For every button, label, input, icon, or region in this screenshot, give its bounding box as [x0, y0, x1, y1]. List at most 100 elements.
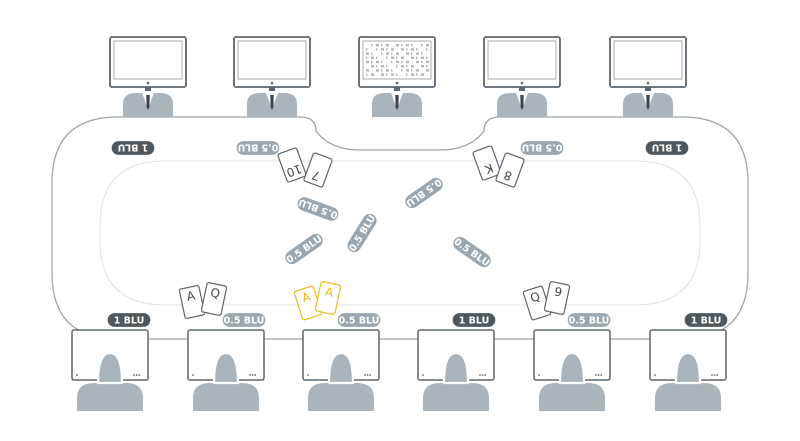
stack-chip-bottom-4: 1 BLU: [451, 311, 497, 329]
bottom-player-4: [417, 329, 495, 411]
chip-body: [110, 139, 156, 157]
agent-avatar-icon: [623, 93, 673, 117]
stack-chip-bottom-2: 0.5 BLU: [221, 311, 267, 329]
pot-bet-chip-3: 0.5 BLU: [346, 212, 378, 254]
chip-body: [296, 195, 340, 223]
playing-card[interactable]: 8: [495, 152, 525, 188]
bottom-player-6: [649, 329, 727, 411]
chip-label: 1 BLU: [118, 142, 149, 153]
chip-label: 1 BLU: [114, 315, 145, 326]
stack-chip-top-5: 1 BLU: [644, 139, 690, 157]
person-back-icon: [77, 351, 143, 411]
chip-label: 1 BLU: [691, 315, 722, 326]
chip-label: 0.5 BLU: [522, 142, 563, 153]
bottom-player-1: [71, 329, 149, 411]
pot-bet-chip-2: 0.5 BLU: [283, 232, 325, 266]
bottom-player-5: [533, 329, 611, 411]
playing-card[interactable]: K: [472, 145, 502, 181]
stack-chip-bottom-1: 1 BLU: [106, 311, 152, 329]
table-outer-rim: [51, 116, 749, 340]
person-back-icon: [423, 351, 489, 411]
card-rank: A: [185, 288, 197, 304]
top-players: [109, 36, 687, 117]
pot-bet-chip-1: 0.5 BLU: [296, 195, 340, 223]
playing-card[interactable]: 10: [277, 147, 307, 183]
monitor-icon: [233, 36, 311, 91]
chip-body: [235, 139, 281, 157]
chip-body: [519, 139, 565, 157]
person-back-icon: [193, 351, 259, 411]
top-player-3: [358, 36, 436, 117]
agent-avatar-icon: [372, 93, 422, 117]
chip-body: [644, 139, 690, 157]
card-face: [303, 152, 333, 188]
chip-body: [683, 311, 729, 329]
chip-body: [451, 311, 497, 329]
top-player-4: [483, 36, 561, 117]
monitor-icon: [483, 36, 561, 91]
stack-chip-bottom-6: 1 BLU: [683, 311, 729, 329]
binary-code-icon: [366, 44, 429, 76]
card-rank: 8: [502, 168, 514, 184]
chip-label: 0.5 BLU: [569, 315, 610, 326]
chip-body: [566, 311, 612, 329]
top-player-1: [109, 36, 187, 117]
playing-card[interactable]: 7: [303, 152, 333, 188]
pot-bet-chip-4: 0.5 BLU: [403, 176, 445, 210]
playing-card[interactable]: 9: [543, 281, 571, 315]
chip-label: 0.5 BLU: [238, 142, 279, 153]
stack-chip-top-4: 0.5 BLU: [519, 139, 565, 157]
monitor-icon: [358, 36, 436, 91]
chip-body: [283, 232, 325, 266]
agent-avatar-icon: [497, 93, 547, 117]
poker-table: [51, 116, 749, 340]
card-face: [314, 281, 342, 315]
agent-avatar-icon: [247, 93, 297, 117]
person-back-icon: [308, 351, 374, 411]
card-rank: 9: [553, 284, 563, 299]
table-inner-felt: [99, 160, 701, 306]
top-player-5: [609, 36, 687, 117]
pot-bet-chip-5: 0.5 BLU: [451, 235, 493, 269]
card-rank: Q: [528, 289, 541, 305]
card-face: [277, 147, 307, 183]
chip-label: 0.5 BLU: [339, 315, 380, 326]
playing-card[interactable]: Q: [200, 282, 228, 316]
chip-label: 1 BLU: [652, 142, 683, 153]
stack-chip-bottom-3: 0.5 BLU: [336, 311, 382, 329]
monitor-icon: [609, 36, 687, 91]
chip-body: [346, 212, 378, 254]
chip-body: [403, 176, 445, 210]
card-face: [543, 281, 571, 315]
playing-card[interactable]: A: [293, 285, 323, 321]
top-player-2: [233, 36, 311, 117]
card-face: [200, 282, 228, 316]
stack-chip-top-1: 1 BLU: [110, 139, 156, 157]
chip-label: 1 BLU: [459, 315, 490, 326]
card-face: [472, 145, 502, 181]
card-face: [178, 285, 206, 319]
bottom-player-2: [187, 329, 265, 411]
playing-card[interactable]: A: [178, 285, 206, 319]
bottom-players: [71, 329, 727, 411]
playing-card[interactable]: A: [314, 281, 342, 315]
bottom-player-3: [302, 329, 380, 411]
person-back-icon: [655, 351, 721, 411]
chip-body: [106, 311, 152, 329]
chip-body: [451, 235, 493, 269]
chip-body: [221, 311, 267, 329]
card-rank: 10: [284, 161, 303, 179]
card-rank: Q: [209, 285, 221, 301]
chip-label: 0.5 BLU: [224, 315, 265, 326]
stack-chip-bottom-5: 0.5 BLU: [566, 311, 612, 329]
person-back-icon: [539, 351, 605, 411]
